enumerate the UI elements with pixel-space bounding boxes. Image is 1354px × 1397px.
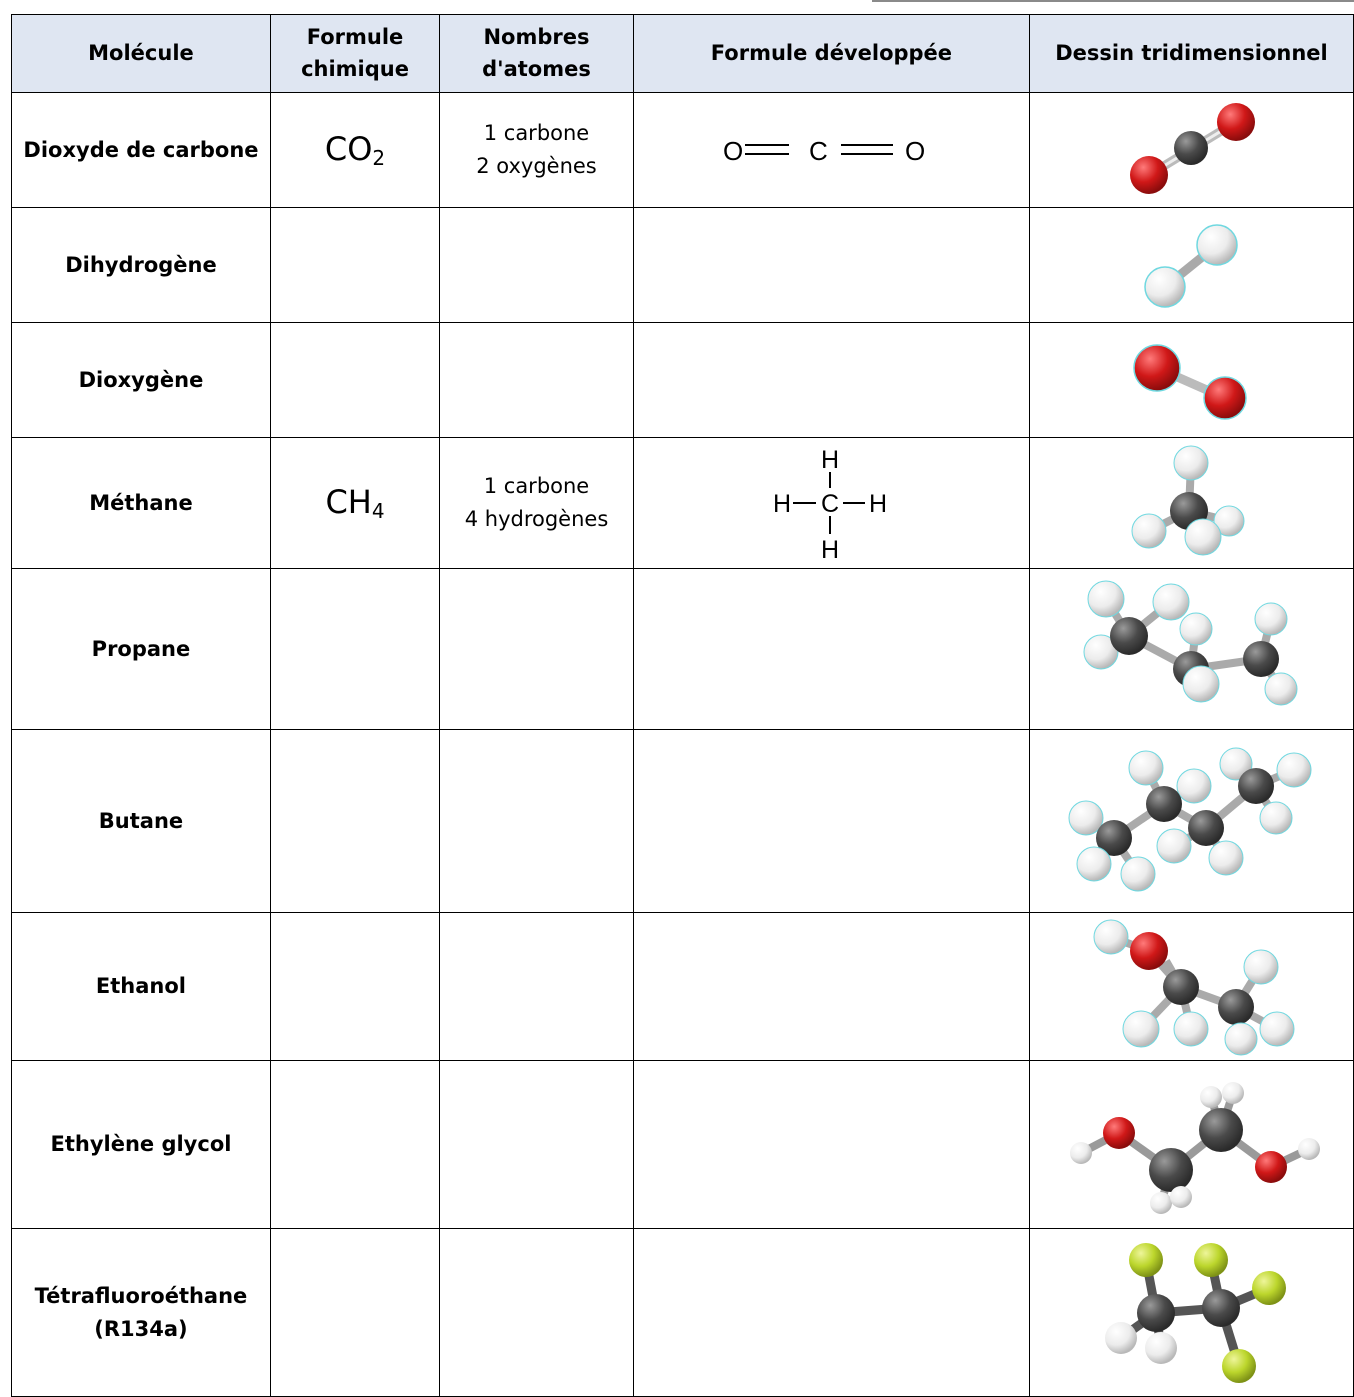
developed-empty-cell[interactable] <box>632 729 1030 913</box>
3d-drawing <box>1028 207 1354 323</box>
molecule-name: Butane <box>11 729 271 913</box>
chemical-formula: CO2 <box>269 92 441 208</box>
molecule-name: Ethylène glycol <box>11 1060 271 1229</box>
o2-model-icon <box>1133 344 1248 420</box>
svg-text:H: H <box>773 490 791 518</box>
header-developed: Formule développée <box>632 14 1030 93</box>
3d-drawing <box>1028 568 1354 730</box>
atoms-empty-cell[interactable] <box>439 1228 634 1397</box>
table-row: Tétrafluoroéthane(R134a) <box>11 1228 1354 1397</box>
ethylene-glycol-model-icon <box>1070 1081 1321 1214</box>
header-molecule: Molécule <box>11 14 271 93</box>
h2-model-icon <box>1144 224 1239 308</box>
top-rule <box>872 0 1354 2</box>
formula-empty-cell[interactable] <box>269 1228 441 1397</box>
molecule-name: Dioxyde de carbone <box>11 92 271 208</box>
header-atoms: Nombres d'atomes <box>439 14 634 93</box>
co2-structural-formula: O C O <box>723 136 925 166</box>
header-formula: Formule chimique <box>269 14 441 93</box>
header-row: Molécule Formule chimique Nombres d'atom… <box>11 14 1354 93</box>
co2-model-icon <box>1130 103 1256 194</box>
3d-drawing <box>1028 322 1354 438</box>
formula-empty-cell[interactable] <box>269 1060 441 1229</box>
table-row: Ethanol <box>11 912 1354 1061</box>
developed-formula: H H C H H <box>632 437 1030 569</box>
molecule-name: Dihydrogène <box>11 207 271 323</box>
3d-drawing <box>1028 1060 1354 1229</box>
formula-empty-cell[interactable] <box>269 207 441 323</box>
developed-empty-cell[interactable] <box>632 1060 1030 1229</box>
developed-empty-cell[interactable] <box>632 568 1030 730</box>
developed-empty-cell[interactable] <box>632 322 1030 438</box>
atoms-empty-cell[interactable] <box>439 729 634 913</box>
3d-drawing <box>1028 92 1354 208</box>
molecule-name: Propane <box>11 568 271 730</box>
svg-text:C: C <box>809 136 828 166</box>
ethanol-model-icon <box>1093 919 1295 1055</box>
svg-text:H: H <box>869 490 887 518</box>
svg-text:C: C <box>821 490 839 518</box>
atoms-empty-cell[interactable] <box>439 912 634 1061</box>
svg-text:O: O <box>723 136 743 166</box>
developed-empty-cell[interactable] <box>632 1228 1030 1397</box>
r134a-model-icon <box>1105 1242 1287 1383</box>
developed-formula: O C O <box>632 92 1030 208</box>
molecule-name: Dioxygène <box>11 322 271 438</box>
svg-text:O: O <box>905 136 925 166</box>
atoms-empty-cell[interactable] <box>439 568 634 730</box>
svg-text:H: H <box>821 536 839 564</box>
formula-empty-cell[interactable] <box>269 912 441 1061</box>
chemical-formula: CH4 <box>269 437 441 569</box>
3d-drawing <box>1028 437 1354 569</box>
header-drawing: Dessin tridimensionnel <box>1028 14 1354 93</box>
formula-empty-cell[interactable] <box>269 568 441 730</box>
formula-empty-cell[interactable] <box>269 729 441 913</box>
butane-model-icon <box>1068 747 1312 892</box>
table-row: Propane <box>11 568 1354 730</box>
table-row: Dihydrogène <box>11 207 1354 323</box>
3d-drawing <box>1028 1228 1354 1397</box>
3d-drawing <box>1028 729 1354 913</box>
atoms-empty-cell[interactable] <box>439 1060 634 1229</box>
table-row: Ethylène glycol <box>11 1060 1354 1229</box>
developed-empty-cell[interactable] <box>632 912 1030 1061</box>
svg-text:H: H <box>821 446 839 474</box>
molecule-name: Tétrafluoroéthane(R134a) <box>11 1228 271 1397</box>
formula-empty-cell[interactable] <box>269 322 441 438</box>
table-row: Dioxygène <box>11 322 1354 438</box>
ch4-structural-formula: H H C H H <box>773 446 887 564</box>
atoms-empty-cell[interactable] <box>439 207 634 323</box>
molecule-name: Méthane <box>11 437 271 569</box>
3d-drawing <box>1028 912 1354 1061</box>
molecule-table: Molécule Formule chimique Nombres d'atom… <box>11 14 1354 1397</box>
table-row: Butane <box>11 729 1354 913</box>
atoms-empty-cell[interactable] <box>439 322 634 438</box>
ch4-model-icon <box>1131 445 1245 556</box>
propane-model-icon <box>1083 580 1298 706</box>
molecule-name: Ethanol <box>11 912 271 1061</box>
developed-empty-cell[interactable] <box>632 207 1030 323</box>
